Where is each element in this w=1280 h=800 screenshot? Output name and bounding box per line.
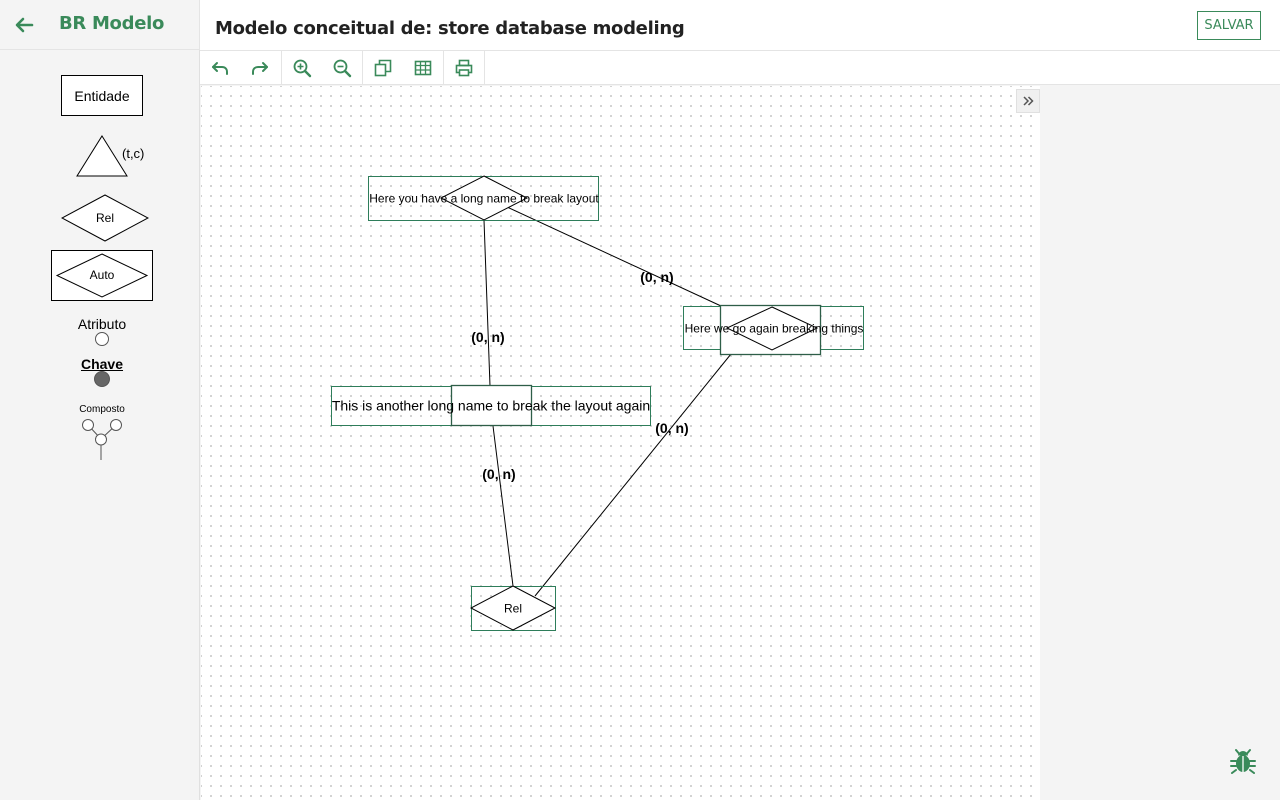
app-header-left: BR Modelo xyxy=(0,0,200,50)
undo-icon xyxy=(212,61,228,75)
expand-panel-button[interactable] xyxy=(1016,89,1040,113)
connector-entity-to-bottom[interactable] xyxy=(492,425,514,587)
zoom-in-icon xyxy=(293,59,312,77)
palette-entity-label: Entidade xyxy=(74,87,130,104)
redo-icon xyxy=(252,61,268,75)
connector-right-to-bottom[interactable] xyxy=(534,353,732,597)
double-chevron-right-icon xyxy=(1023,96,1034,106)
er-diagram: Here you have a long name to break layou… xyxy=(331,175,864,631)
entity-middle[interactable]: This is another long name to break the l… xyxy=(331,384,651,427)
palette-attribute-label: Atributo xyxy=(77,316,127,332)
relationship-top-label: Here you have a long name to break layou… xyxy=(369,192,599,206)
palette-relationship-label: Rel xyxy=(96,211,114,225)
relationship-right-label: Here we go again breaking things xyxy=(685,322,864,336)
connector-top-to-entity[interactable] xyxy=(483,219,491,387)
diagram-canvas[interactable]: Here you have a long name to break layou… xyxy=(201,86,1040,800)
zoom-out-icon xyxy=(333,59,352,77)
relationship-diamond xyxy=(439,175,529,221)
palette-associative-entity[interactable]: Auto xyxy=(51,250,154,302)
print-icon xyxy=(455,59,473,76)
palette-entity[interactable]: Entidade xyxy=(61,75,143,116)
palette-specialization-triangle-icon[interactable] xyxy=(76,135,128,178)
palette-composite-attribute-icon[interactable] xyxy=(78,416,126,462)
relationship-diamond xyxy=(725,306,819,351)
relationship-bottom-label: Rel xyxy=(504,602,522,616)
undo-button[interactable] xyxy=(200,51,240,84)
relationship-right[interactable]: Here we go again breaking things xyxy=(683,304,864,356)
cardinality-label[interactable]: (0, n) xyxy=(471,329,504,345)
back-arrow-icon[interactable] xyxy=(12,13,36,37)
relationship-top[interactable]: Here you have a long name to break layou… xyxy=(368,175,600,221)
palette-key-label: Chave xyxy=(80,356,124,372)
diagram-toolbar xyxy=(200,51,1280,85)
table-icon xyxy=(414,60,432,75)
cardinality-label[interactable]: (0, n) xyxy=(640,269,673,285)
bug-report-icon[interactable] xyxy=(1229,747,1257,775)
relationship-diamond xyxy=(469,585,557,631)
save-button[interactable]: SALVAR xyxy=(1197,11,1261,40)
palette-specialization-label: (t,c) xyxy=(122,146,145,161)
redo-button[interactable] xyxy=(240,51,280,84)
cardinality-label[interactable]: (0, n) xyxy=(482,466,515,482)
palette-composite-label: Composto xyxy=(79,404,125,415)
properties-panel xyxy=(1040,86,1280,800)
app-header: Modelo conceitual de: store database mod… xyxy=(200,0,1280,51)
copy-icon xyxy=(374,59,392,76)
print-button[interactable] xyxy=(444,51,484,84)
element-palette: Entidade (t,c) Rel Auto Atributo Chave C… xyxy=(0,50,200,800)
page-title: Modelo conceitual de: store database mod… xyxy=(215,18,685,39)
palette-key-circle-icon[interactable] xyxy=(93,370,111,388)
cardinality-label[interactable]: (0, n) xyxy=(655,420,688,436)
palette-associative-label: Auto xyxy=(90,268,115,282)
brand-logo-text: BR Modelo xyxy=(59,13,165,34)
table-button[interactable] xyxy=(403,51,443,84)
entity-box xyxy=(450,384,533,427)
palette-attribute-circle-icon[interactable] xyxy=(94,331,110,347)
copy-button[interactable] xyxy=(363,51,403,84)
connector-top-to-right[interactable] xyxy=(506,206,722,307)
zoom-in-button[interactable] xyxy=(282,51,322,84)
relationship-bottom[interactable]: Rel xyxy=(469,585,557,631)
entity-middle-label: This is another long name to break the l… xyxy=(332,398,650,414)
zoom-out-button[interactable] xyxy=(322,51,362,84)
palette-relationship[interactable]: Rel xyxy=(61,194,149,242)
